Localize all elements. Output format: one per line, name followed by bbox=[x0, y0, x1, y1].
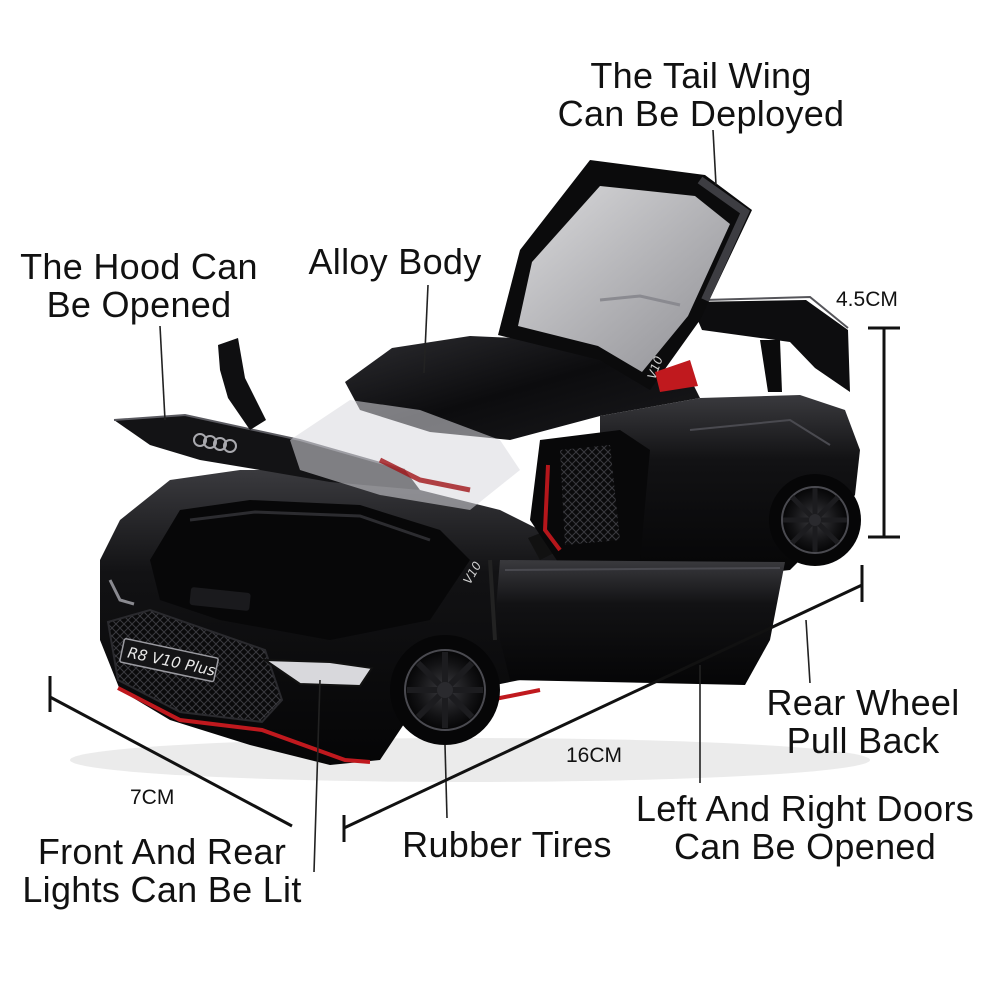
height-dimension-label: 4.5CM bbox=[836, 288, 898, 311]
tires-label-text: Rubber Tires bbox=[402, 824, 612, 865]
tail-wing-label-line2: Can Be Deployed bbox=[557, 93, 845, 134]
alloy-body-label: Alloy Body bbox=[300, 243, 490, 281]
tail-wing-label: The Tail Wing Can Be Deployed bbox=[548, 57, 854, 133]
length-dimension-label: 16CM bbox=[566, 744, 623, 767]
tail-wing-label-line1: The Tail Wing bbox=[590, 55, 812, 96]
front-wheel bbox=[390, 635, 500, 745]
rear-wheel-label-line1: Rear Wheel bbox=[766, 682, 960, 723]
doors-label-line2: Can Be Opened bbox=[673, 826, 937, 867]
lights-label-line2: Lights Can Be Lit bbox=[22, 869, 302, 910]
hood-label-line2: Be Opened bbox=[46, 284, 232, 325]
open-side-door bbox=[488, 559, 785, 685]
headlight bbox=[261, 658, 374, 688]
red-accent-line bbox=[117, 686, 371, 764]
rear-wheel-label-line2: Pull Back bbox=[786, 720, 940, 761]
tail-wing-leader bbox=[712, 129, 717, 186]
lights-label-line1: Front And Rear bbox=[37, 831, 287, 872]
length-dimension-line bbox=[343, 583, 863, 830]
brand-rings bbox=[193, 433, 237, 453]
width-dimension-label: 7CM bbox=[130, 786, 175, 809]
hood-label: The Hood Can Be Opened bbox=[8, 248, 270, 324]
lights-leader bbox=[313, 679, 321, 873]
doors-label: Left And Right Doors Can Be Opened bbox=[622, 790, 988, 866]
hood-label-line1: The Hood Can bbox=[20, 246, 258, 287]
hood-leader bbox=[159, 325, 166, 421]
rear-wheel-leader bbox=[805, 619, 811, 684]
rear-spoiler bbox=[690, 295, 850, 392]
rear-wheel bbox=[769, 474, 861, 566]
cabin-interior bbox=[530, 430, 650, 565]
lights-label: Front And Rear Lights Can Be Lit bbox=[12, 833, 312, 909]
width-dimension-line bbox=[49, 695, 293, 828]
doors-label-line1: Left And Right Doors bbox=[635, 788, 975, 829]
ground-shadow bbox=[70, 738, 870, 782]
tires-label: Rubber Tires bbox=[392, 826, 622, 864]
left-mirror bbox=[218, 338, 266, 430]
raised-door: V10 bbox=[498, 160, 752, 392]
alloy-body-leader bbox=[423, 284, 429, 374]
windshield bbox=[290, 400, 520, 510]
rear-wheel-label: Rear Wheel Pull Back bbox=[752, 684, 974, 760]
alloy-body-label-text: Alloy Body bbox=[308, 241, 482, 282]
